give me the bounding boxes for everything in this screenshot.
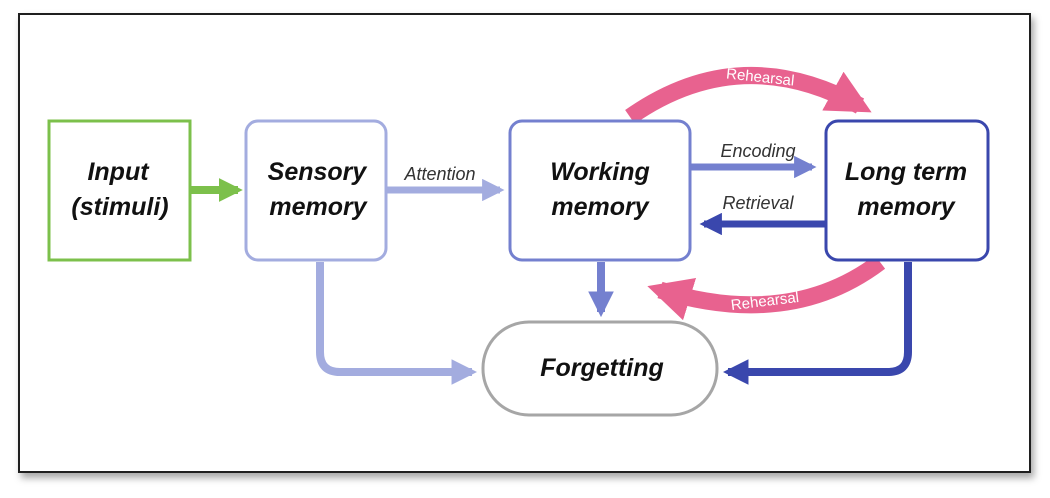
sensory-memory-node: Sensory memory <box>244 119 388 262</box>
sensory-label-line2: memory <box>269 193 367 221</box>
input-label-line2: (stimuli) <box>71 193 168 221</box>
working-memory-node: Working memory <box>508 119 692 262</box>
input-node: Input (stimuli) <box>47 119 192 262</box>
longterm-label-line1: Long term <box>845 158 967 186</box>
forgetting-label: Forgetting <box>540 354 664 382</box>
rehearsal-arc-top <box>625 67 872 124</box>
rehearsal-arc-bottom <box>647 255 886 321</box>
input-label-line1: Input <box>87 158 150 186</box>
encoding-label: Encoding <box>720 141 795 161</box>
sensory-to-forgetting-arrow <box>316 262 478 385</box>
sensory-label-line1: Sensory <box>268 158 368 186</box>
rehearsal-top-label: Rehearsal <box>725 65 795 89</box>
longterm-to-forgetting-arrow <box>722 262 912 385</box>
long-term-memory-node: Long term memory <box>824 119 990 262</box>
working-label-line1: Working <box>550 158 650 186</box>
attention-label: Attention <box>403 164 475 184</box>
longterm-label-line2: memory <box>857 193 955 221</box>
forgetting-node: Forgetting <box>481 320 719 417</box>
retrieval-label: Retrieval <box>722 193 794 213</box>
working-label-line2: memory <box>551 193 649 221</box>
